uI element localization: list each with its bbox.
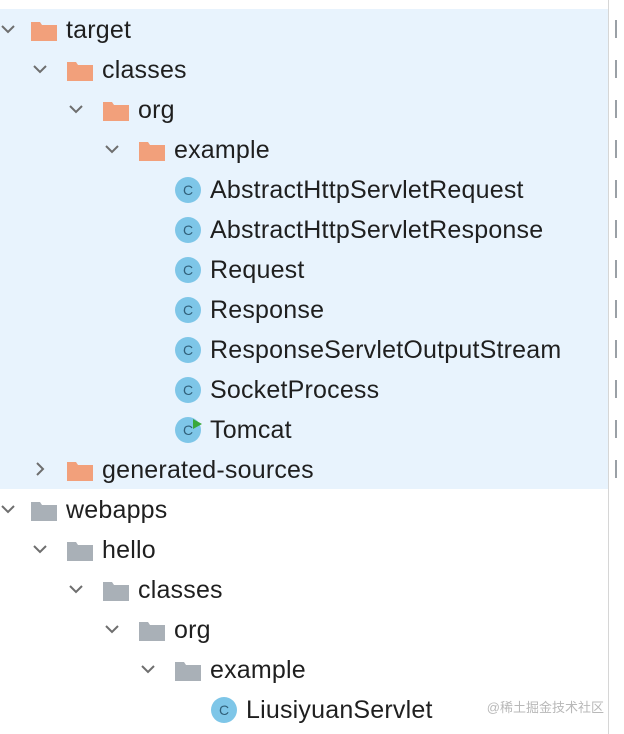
svg-text:C: C [183, 302, 193, 318]
tree-row-target[interactable]: target [0, 9, 608, 49]
gutter-mark [615, 340, 623, 358]
tree-label: target [66, 16, 132, 44]
svg-text:C: C [183, 422, 193, 438]
class-icon: C [175, 257, 201, 283]
tree-label: LiusiyuanServlet [246, 696, 433, 724]
tree-label: example [210, 656, 306, 684]
chevron-down-icon[interactable] [30, 539, 50, 559]
gutter-mark [615, 140, 623, 158]
project-tree: target classes org example C [0, 9, 608, 729]
folder-icon [31, 502, 57, 521]
class-icon: C [175, 337, 201, 363]
folder-icon [139, 142, 165, 161]
chevron-right-icon[interactable] [30, 459, 50, 479]
svg-text:C: C [183, 342, 193, 358]
tree-label: generated-sources [102, 456, 314, 484]
tree-row-class-file[interactable]: C Tomcat [0, 409, 608, 449]
folder-icon [103, 102, 129, 121]
svg-text:C: C [183, 262, 193, 278]
gutter-mark [615, 300, 623, 318]
chevron-down-icon[interactable] [138, 659, 158, 679]
tree-label: Tomcat [210, 416, 292, 444]
tree-label: org [174, 616, 211, 644]
runnable-class-icon: C [175, 417, 202, 443]
tree-label: example [174, 136, 270, 164]
tree-label: ResponseServletOutputStream [210, 336, 562, 364]
class-icon: C [175, 297, 201, 323]
folder-icon [31, 22, 57, 41]
gutter-mark [615, 60, 623, 78]
tree-row-classes[interactable]: classes [0, 49, 608, 89]
tree-row-class-file[interactable]: C Request [0, 249, 608, 289]
class-icon: C [175, 177, 201, 203]
editor-gutter [608, 0, 624, 734]
tree-row-servlet[interactable]: C LiusiyuanServlet [0, 689, 608, 729]
tree-label: Response [210, 296, 325, 324]
tree-row-hello[interactable]: hello [0, 529, 608, 569]
tree-row-hello-classes[interactable]: classes [0, 569, 608, 609]
chevron-down-icon[interactable] [0, 499, 18, 519]
tree-label: hello [102, 536, 156, 564]
tree-row-example[interactable]: example [0, 129, 608, 169]
gutter-mark [615, 460, 623, 478]
selection-highlight [0, 9, 608, 489]
tree-row-hello-example[interactable]: example [0, 649, 608, 689]
run-marker-icon [193, 419, 202, 429]
chevron-down-icon[interactable] [66, 579, 86, 599]
tree-label: AbstractHttpServletRequest [210, 176, 524, 204]
svg-text:C: C [183, 382, 193, 398]
tree-row-class-file[interactable]: C ResponseServletOutputStream [0, 329, 608, 369]
tree-label: classes [138, 576, 223, 604]
svg-text:C: C [219, 702, 229, 718]
gutter-mark [615, 20, 623, 38]
class-icon: C [175, 217, 201, 243]
folder-icon [67, 462, 93, 481]
folder-icon [175, 662, 201, 681]
gutter-mark [615, 260, 623, 278]
svg-text:C: C [183, 222, 193, 238]
tree-row-generated-sources[interactable]: generated-sources [0, 449, 608, 489]
tree-row-class-file[interactable]: C Response [0, 289, 608, 329]
tree-label: classes [102, 56, 187, 84]
svg-text:C: C [183, 182, 193, 198]
tree-label: Request [210, 256, 305, 284]
tree-row-class-file[interactable]: C SocketProcess [0, 369, 608, 409]
chevron-down-icon[interactable] [102, 619, 122, 639]
folder-icon [67, 542, 93, 561]
gutter-mark [615, 380, 623, 398]
chevron-down-icon[interactable] [102, 139, 122, 159]
tree-label: SocketProcess [210, 376, 380, 404]
gutter-mark [615, 420, 623, 438]
tree-row-org[interactable]: org [0, 89, 608, 129]
class-icon: C [211, 697, 237, 723]
tree-row-class-file[interactable]: C AbstractHttpServletRequest [0, 169, 608, 209]
gutter-mark [615, 100, 623, 118]
chevron-down-icon[interactable] [0, 19, 18, 39]
gutter-mark [615, 220, 623, 238]
tree-row-hello-org[interactable]: org [0, 609, 608, 649]
tree-label: webapps [66, 496, 168, 524]
class-icon: C [175, 377, 201, 403]
tree-row-class-file[interactable]: C AbstractHttpServletResponse [0, 209, 608, 249]
tree-label: AbstractHttpServletResponse [210, 216, 544, 244]
folder-icon [139, 622, 165, 641]
folder-icon [103, 582, 129, 601]
chevron-down-icon[interactable] [66, 99, 86, 119]
folder-icon [67, 62, 93, 81]
chevron-down-icon[interactable] [30, 59, 50, 79]
watermark: @稀土掘金技术社区 [486, 700, 604, 715]
tree-label: org [138, 96, 175, 124]
gutter-mark [615, 180, 623, 198]
tree-row-webapps[interactable]: webapps [0, 489, 608, 529]
